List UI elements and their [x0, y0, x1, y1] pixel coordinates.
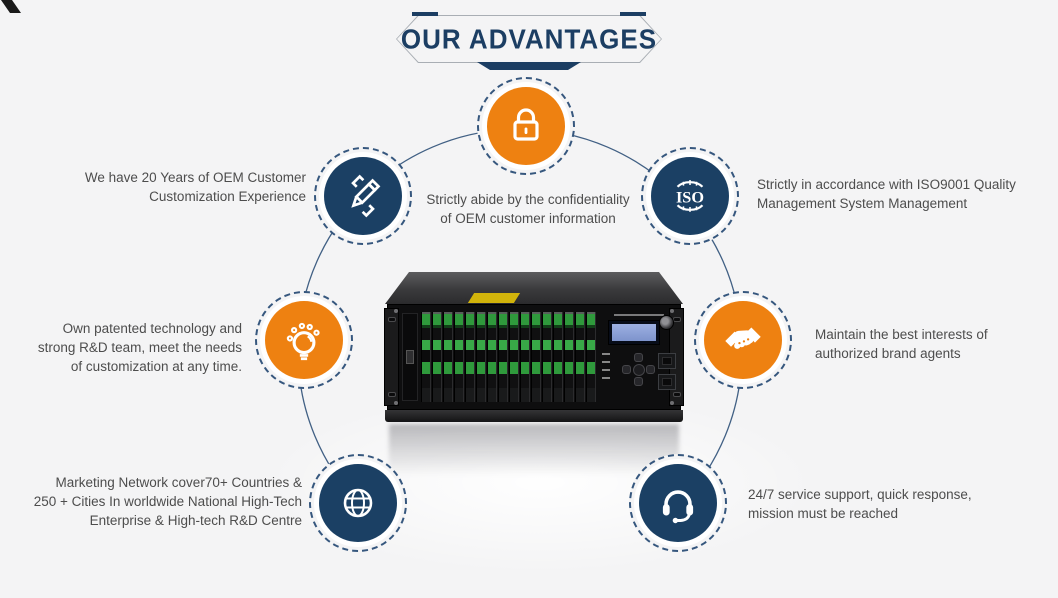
text-line: 24/7 service support, quick response,	[748, 487, 972, 502]
fiber-slot	[542, 312, 552, 402]
fiber-slot	[498, 312, 508, 402]
device-left-connector	[406, 350, 414, 364]
status-led	[602, 377, 610, 379]
fiber-slot	[520, 312, 530, 402]
device-reflection	[389, 424, 679, 476]
banner-accent-top-right	[620, 12, 646, 16]
advantage-circle-network	[309, 454, 407, 552]
text-line: Enterprise & High-tech R&D Centre	[89, 513, 302, 528]
lcd-screen	[612, 324, 656, 341]
device-left-module	[402, 313, 418, 401]
device-top-cover	[385, 272, 683, 304]
lcd-display	[608, 320, 660, 345]
panel-screw	[394, 309, 398, 313]
device-label-sticker	[467, 293, 521, 303]
banner-inner-face	[397, 16, 661, 62]
advantage-text-patent: Own patented technology and strong R&D t…	[18, 319, 242, 376]
banner-accent-top-left	[412, 12, 438, 16]
lock-icon	[487, 87, 565, 165]
iso-badge-icon: ISO	[651, 157, 729, 235]
fiber-output-slots	[421, 312, 596, 402]
nav-center-button	[633, 364, 645, 376]
advantage-circle-agents	[694, 291, 792, 389]
advantage-circle-confidentiality	[477, 77, 575, 175]
lightbulb-icon	[265, 301, 343, 379]
pen-customization-icon	[324, 157, 402, 235]
status-led-labels	[602, 353, 610, 385]
text-line: mission must be reached	[748, 506, 899, 521]
text-line: 250 + Cities In worldwide National High-…	[33, 494, 302, 509]
advantage-circle-support	[629, 454, 727, 552]
panel-screw	[670, 401, 674, 405]
text-line: Management System Management	[757, 196, 968, 211]
text-line: of OEM customer information	[440, 211, 616, 226]
fiber-slot	[476, 312, 486, 402]
nav-down-button	[634, 377, 643, 386]
banner: OUR ADVANTAGES	[396, 12, 662, 63]
globe-icon	[319, 464, 397, 542]
fiber-slot	[454, 312, 464, 402]
product-image-rack-device	[383, 272, 685, 482]
device-control-area	[602, 311, 678, 405]
power-keylock	[659, 315, 674, 330]
advantage-text-customization: We have 20 Years of OEM Customer Customi…	[40, 168, 306, 206]
panel-screw	[670, 309, 674, 313]
rj45-port	[658, 353, 676, 369]
fiber-slot	[575, 312, 585, 402]
text-line: strong R&D team, meet the needs	[37, 340, 242, 355]
text-line: Own patented technology and	[62, 321, 242, 336]
text-line: authorized brand agents	[815, 346, 961, 361]
fiber-slot	[586, 312, 596, 402]
mount-hole	[388, 317, 396, 322]
status-led	[602, 369, 610, 371]
fiber-slot	[465, 312, 475, 402]
fiber-slot	[443, 312, 453, 402]
page-title: OUR ADVANTAGES	[400, 22, 658, 55]
advantage-text-network: Marketing Network cover70+ Countries & 2…	[20, 473, 302, 530]
advantage-text-support: 24/7 service support, quick response, mi…	[748, 485, 1008, 523]
text-line: of customization at any time.	[70, 359, 242, 374]
fiber-slot	[432, 312, 442, 402]
advantage-circle-iso: ISO	[641, 147, 739, 245]
rj45-port	[658, 374, 676, 390]
text-line: Strictly abide by the confidentiality	[426, 192, 630, 207]
mount-hole	[388, 392, 396, 397]
fiber-slot	[421, 312, 431, 402]
device-front-panel	[384, 304, 684, 410]
banner-accent-bottom	[477, 62, 581, 70]
text-line: Strictly in accordance with ISO9001 Qual…	[757, 177, 1016, 192]
fiber-slot	[564, 312, 574, 402]
nav-right-button	[646, 365, 655, 374]
fiber-slot	[553, 312, 563, 402]
iso-text: ISO	[676, 189, 704, 207]
fiber-slot	[531, 312, 541, 402]
advantage-text-agents: Maintain the best interests of authorize…	[815, 325, 1030, 363]
nav-left-button	[622, 365, 631, 374]
advantage-text-iso: Strictly in accordance with ISO9001 Qual…	[757, 175, 1057, 213]
text-line: Maintain the best interests of	[815, 327, 988, 342]
device-chassis-bottom	[385, 410, 683, 422]
menu-nav-buttons	[622, 353, 656, 387]
network-ports	[658, 353, 676, 395]
handshake-icon	[704, 301, 782, 379]
advantage-circle-customization	[314, 147, 412, 245]
text-line: We have 20 Years of OEM Customer	[84, 170, 306, 185]
panel-screw	[394, 401, 398, 405]
rack-ear-left	[384, 308, 399, 406]
advantage-circle-patent	[255, 291, 353, 389]
headset-icon	[639, 464, 717, 542]
device-model-label	[614, 314, 664, 316]
status-led	[602, 361, 610, 363]
advantage-text-confidentiality: Strictly abide by the confidentiality of…	[404, 190, 652, 228]
status-led	[602, 353, 610, 355]
fiber-slot	[509, 312, 519, 402]
nav-up-button	[634, 353, 643, 362]
text-line: Marketing Network cover70+ Countries &	[55, 475, 302, 490]
fiber-slot	[487, 312, 497, 402]
mount-hole	[673, 392, 681, 397]
text-line: Customization Experience	[149, 189, 306, 204]
